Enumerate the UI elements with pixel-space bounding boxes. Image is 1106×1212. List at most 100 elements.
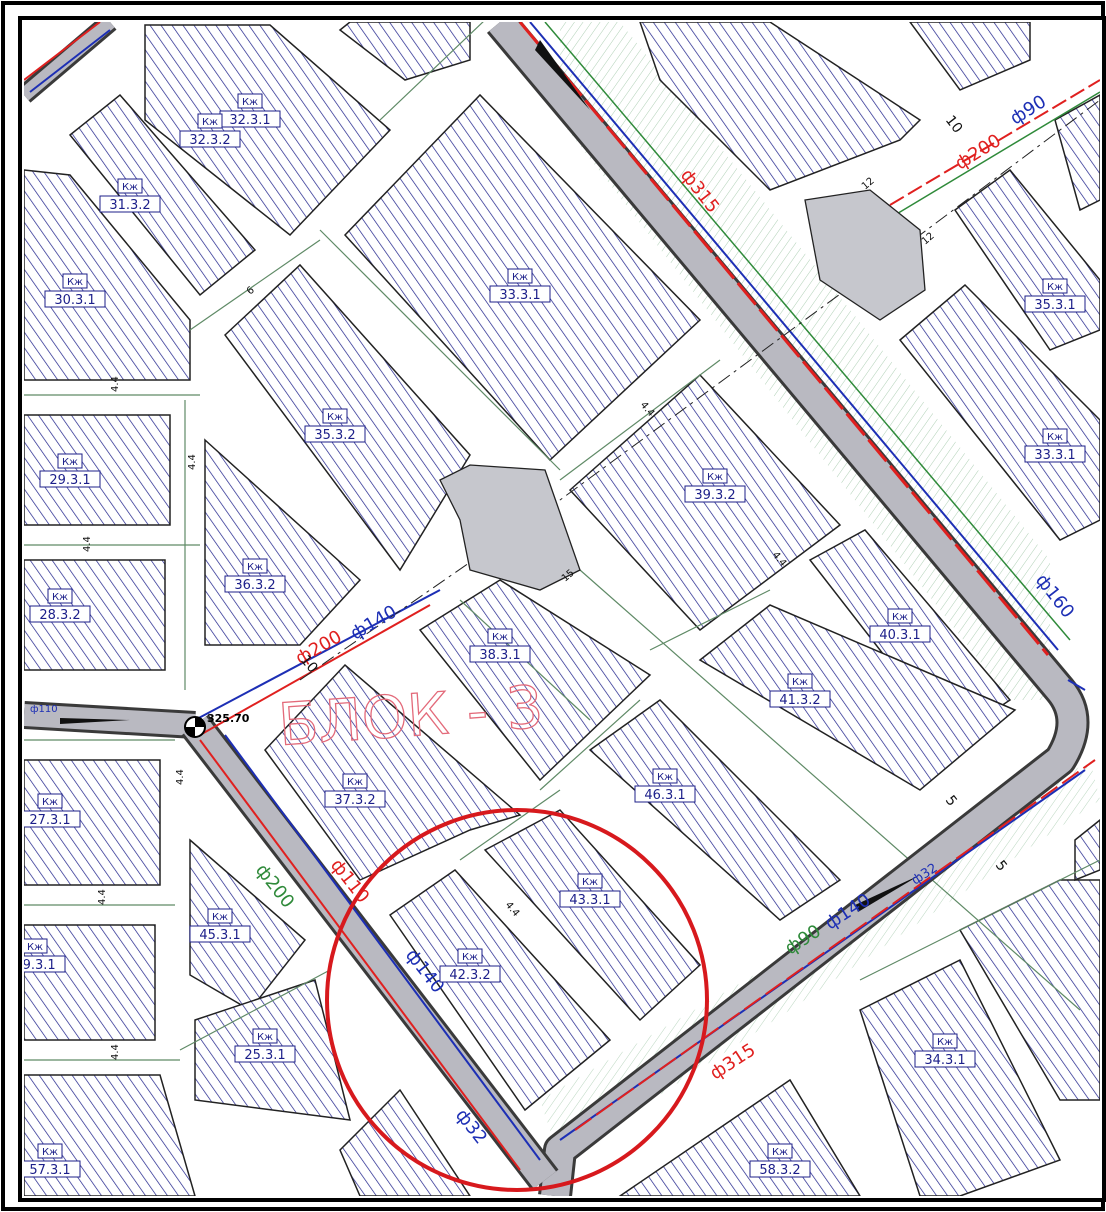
plot-number-box [684,485,746,503]
plot-code: Кж [212,912,228,923]
plot-label: Кж 49.3.1 [14,938,66,973]
plot [483,809,702,1022]
plot-number: 40.3.1 [879,628,920,643]
plot-code-box [932,1033,958,1049]
plot-code: Кж [202,117,218,128]
plot-code-box [37,1143,63,1159]
plot-label: Кж 27.3.1 [24,793,81,828]
plot-label: Кж 38.3.1 [469,628,531,663]
plot-code-box [242,558,268,574]
elevation-label: 325.70 [207,712,250,725]
plot-code-box [767,1143,793,1159]
plot [898,283,1100,541]
plot-number: 36.3.2 [234,578,275,593]
plot-number-box [224,575,286,593]
plot-label: Кж 34.3.1 [914,1033,976,1068]
plot-code: Кж [492,632,508,643]
public-square [439,464,581,591]
plot-number-box [179,130,241,148]
plot-code: Кж [42,1147,58,1158]
plot-number-box [749,1160,811,1178]
dim-label: 4.4 [110,376,121,392]
plot-number-box [99,195,161,213]
plot-number-box [869,625,931,643]
plot [909,22,1031,91]
plot-code: Кж [67,277,83,288]
plot [388,869,612,1112]
plot-code: Кж [937,1037,953,1048]
roads [24,22,1090,1196]
plot-code-box [57,453,83,469]
plot-code-box [207,908,233,924]
plot-number-box [304,425,366,443]
plot-number-box [1024,445,1086,463]
plot-code-box [787,673,813,689]
plot-code-box [24,938,48,954]
paths [24,22,1100,1061]
plot-number-box [914,1050,976,1068]
plot-code-box [197,113,223,129]
dim-label: 4.4 [187,454,198,470]
plot-code: Кж [707,472,723,483]
dim-label: 4.4 [82,536,93,552]
plot-code: Кж [42,797,58,808]
plot-code-box [577,873,603,889]
plot-code-box [487,628,513,644]
plot-code: Кж [792,677,808,688]
utility-lines [24,22,1100,1171]
plot-code-box [62,273,88,289]
plot-code-box [37,793,63,809]
plot-number: 27.3.1 [29,813,70,828]
plot [639,22,922,191]
plot-number: 34.3.1 [924,1053,965,1068]
plot-number: 32.3.1 [229,113,270,128]
plot-number-box [324,790,386,808]
plot-code-box [507,268,533,284]
plot-number-box [189,925,251,943]
plot-blocks [24,22,1100,1196]
plot-code: Кж [27,942,43,953]
dim-label: 4.4 [175,769,186,785]
plot [24,759,161,886]
plot-label: Кж 32.3.2 [179,113,241,148]
plot-number-box [1024,295,1086,313]
plot [698,604,1017,791]
plot-number: 49.3.1 [14,958,55,973]
plot-code-box [237,93,263,109]
plot [1054,94,1100,212]
plot-number: 32.3.2 [189,133,230,148]
plot-number: 37.3.2 [334,793,375,808]
node-marker [184,716,206,738]
flow-arrow [855,875,920,912]
plot-number: 30.3.1 [54,293,95,308]
plot-number: 57.3.1 [29,1163,70,1178]
plot-label: Кж 30.3.1 [44,273,106,308]
plot-number-box [769,690,831,708]
plot-number-box [559,890,621,908]
plot-number-box [29,605,91,623]
plot-code: Кж [657,772,673,783]
plot-number-box [39,470,101,488]
plot-number-box [24,955,66,973]
plot-number: 41.3.2 [779,693,820,708]
plot-number: 45.3.1 [199,928,240,943]
plot-number: 58.3.2 [759,1163,800,1178]
plot [859,958,1062,1196]
plot-number: 38.3.1 [479,648,520,663]
plot-code: Кж [327,412,343,423]
plot [588,699,842,921]
plot [68,93,257,297]
